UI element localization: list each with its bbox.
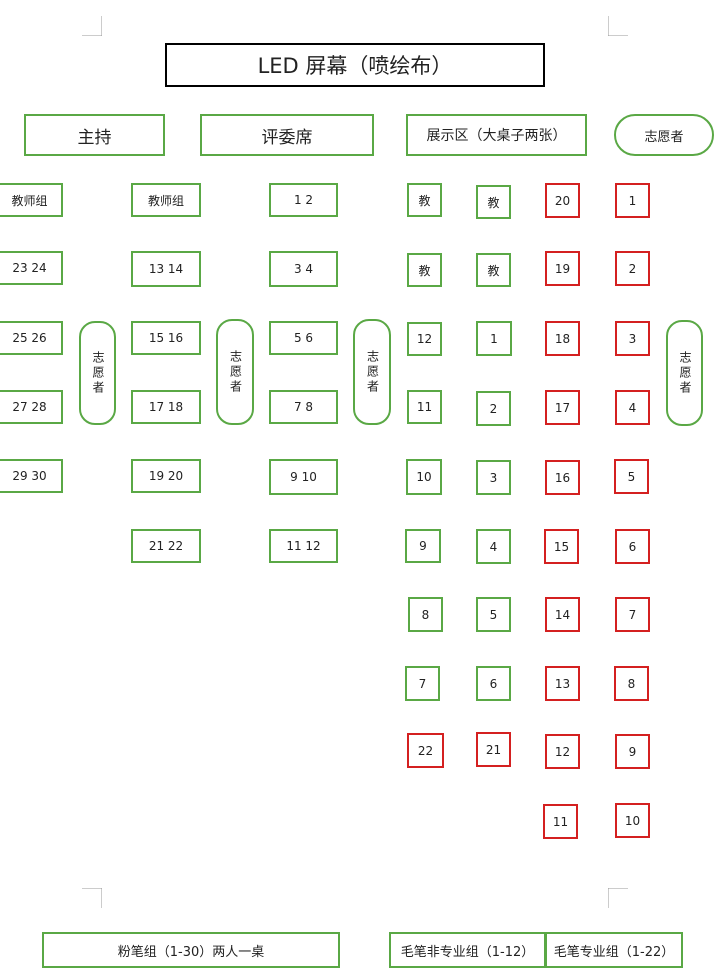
volunteer-vertical-text: 志愿者	[91, 350, 105, 396]
judges-area: 评委席	[200, 114, 374, 156]
table-cell: 1 2	[269, 183, 338, 217]
table-cell: 29 30	[0, 459, 63, 493]
table-cell: 15	[544, 529, 579, 564]
led-screen-title: LED 屏幕（喷绘布）	[165, 43, 545, 87]
table-cell: 10	[406, 459, 442, 495]
table-cell: 19	[545, 251, 580, 286]
table-cell: 20	[545, 183, 580, 218]
volunteer-vertical: 志愿者	[666, 320, 703, 426]
table-cell: 1	[476, 321, 512, 356]
brush-nonpro-group-label: 毛笔非专业组（1-12）	[389, 932, 546, 968]
table-cell: 8	[614, 666, 649, 701]
table-cell: 12	[407, 322, 442, 356]
table-cell: 11	[407, 390, 442, 424]
table-cell: 23 24	[0, 251, 63, 285]
table-cell: 3 4	[269, 251, 338, 287]
table-cell: 6	[476, 666, 511, 701]
table-cell: 5	[476, 597, 511, 632]
table-cell: 教师组	[0, 183, 63, 217]
table-cell: 2	[615, 251, 650, 286]
page-corner-mark	[608, 16, 628, 36]
volunteer-vertical: 志愿者	[216, 319, 254, 425]
display-area: 展示区（大桌子两张）	[406, 114, 587, 156]
table-cell: 2	[476, 391, 511, 426]
table-cell: 教	[476, 185, 511, 219]
volunteer-vertical-text: 志愿者	[365, 349, 380, 395]
table-cell: 21	[476, 732, 511, 767]
table-cell: 7	[405, 666, 440, 701]
table-cell: 4	[615, 390, 650, 425]
table-cell: 9	[405, 529, 441, 563]
table-cell: 教师组	[131, 183, 201, 217]
table-cell: 21 22	[131, 529, 201, 563]
table-cell: 22	[407, 733, 444, 768]
table-cell: 13	[545, 666, 580, 701]
table-cell: 7 8	[269, 390, 338, 424]
table-cell: 教	[407, 253, 442, 287]
table-cell: 12	[545, 734, 580, 769]
host-area: 主持	[24, 114, 165, 156]
table-cell: 教	[407, 183, 442, 217]
volunteer-top: 志愿者	[614, 114, 714, 156]
brush-pro-group-label: 毛笔专业组（1-22）	[545, 932, 683, 968]
table-cell: 11 12	[269, 529, 338, 563]
table-cell: 14	[545, 597, 580, 632]
volunteer-vertical-text: 志愿者	[228, 349, 243, 395]
table-cell: 4	[476, 529, 511, 564]
table-cell: 11	[543, 804, 578, 839]
table-cell: 5 6	[269, 321, 338, 355]
page-corner-mark	[82, 888, 102, 908]
table-cell: 9 10	[269, 459, 338, 495]
table-cell: 9	[615, 734, 650, 769]
table-cell: 3	[615, 321, 650, 356]
table-cell: 10	[615, 803, 650, 838]
table-cell: 15 16	[131, 321, 201, 355]
table-cell: 25 26	[0, 321, 63, 355]
table-cell: 8	[408, 597, 443, 632]
table-cell: 16	[545, 460, 580, 495]
volunteer-vertical: 志愿者	[79, 321, 116, 425]
table-cell: 17 18	[131, 390, 201, 424]
table-cell: 教	[476, 253, 511, 287]
table-cell: 27 28	[0, 390, 63, 424]
volunteer-vertical: 志愿者	[353, 319, 391, 425]
table-cell: 5	[614, 459, 649, 494]
table-cell: 17	[545, 390, 580, 425]
table-cell: 19 20	[131, 459, 201, 493]
table-cell: 6	[615, 529, 650, 564]
chalk-group-label: 粉笔组（1-30）两人一桌	[42, 932, 340, 968]
table-cell: 13 14	[131, 251, 201, 287]
table-cell: 3	[476, 460, 511, 495]
table-cell: 18	[545, 321, 580, 356]
table-cell: 1	[615, 183, 650, 218]
page-corner-mark	[608, 888, 628, 908]
table-cell: 7	[615, 597, 650, 632]
page-corner-mark	[82, 16, 102, 36]
volunteer-vertical-text: 志愿者	[678, 350, 692, 396]
